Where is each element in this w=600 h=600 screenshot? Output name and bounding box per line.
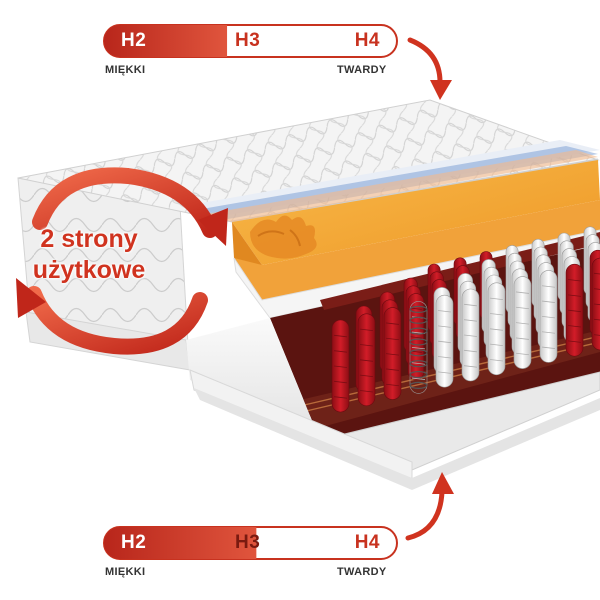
spring-ridge xyxy=(593,303,600,306)
spring-ridge xyxy=(541,346,556,349)
spring-ridge xyxy=(385,383,400,387)
spring-ridge xyxy=(385,353,400,356)
spring-ridge xyxy=(359,359,374,362)
spring-ridge xyxy=(333,380,348,384)
spring-pocket xyxy=(357,313,376,407)
spring-ridge xyxy=(437,371,452,374)
spring-ridge xyxy=(567,340,582,343)
spring-coil xyxy=(409,316,428,324)
spring-ridge xyxy=(437,340,452,344)
hardness-scale-top: H2 H3 H4 xyxy=(103,24,398,58)
spring-coil xyxy=(409,381,428,389)
two-sided-line-2: użytkowe xyxy=(32,256,146,284)
spring-pocket xyxy=(513,276,532,369)
spring-ridge xyxy=(593,334,600,336)
spring-ridge xyxy=(463,319,478,322)
hard-label: TWARDY xyxy=(337,566,387,578)
spring-ridge xyxy=(409,336,422,339)
spring-ridge xyxy=(515,291,530,294)
level-label-h3: H3 xyxy=(235,532,261,553)
spring-ridge xyxy=(541,316,556,319)
pocket-springs xyxy=(331,226,600,413)
spring-pocket xyxy=(565,263,584,357)
hardness-scale-bottom: H2 H3 H4 xyxy=(103,526,398,560)
spring-ridge xyxy=(409,307,422,310)
spring-ridge xyxy=(359,328,374,332)
spring-ridge xyxy=(489,343,504,347)
spring-ridge xyxy=(593,288,600,290)
spring-ridge xyxy=(515,337,530,340)
spring-ridge xyxy=(333,365,348,368)
spring-ridge xyxy=(463,334,478,337)
curved-arrow-icon xyxy=(407,37,443,85)
spring-ridge xyxy=(567,309,582,313)
level-label-h4: H4 xyxy=(354,30,380,51)
spring-ridge xyxy=(593,272,600,275)
spring-ridge xyxy=(541,300,556,303)
spring-ridge xyxy=(515,322,530,325)
spring-ridge xyxy=(489,313,504,316)
soft-label: MIĘKKI xyxy=(105,64,146,76)
rotate-arrows-icon xyxy=(16,167,228,355)
spring-ridge xyxy=(411,347,426,350)
spring-ridge xyxy=(567,325,582,328)
spring-ridge xyxy=(385,337,400,341)
spring-coil xyxy=(409,360,428,368)
spring-pocket xyxy=(409,301,428,394)
spring-ridge xyxy=(333,334,348,338)
spring-pocket xyxy=(461,288,480,382)
spring-ridge xyxy=(489,359,504,362)
spring-ridge xyxy=(593,318,600,321)
spring-pocket xyxy=(407,293,425,380)
spring-pocket xyxy=(331,319,350,413)
two-sided-label: 2 strony użytkowe xyxy=(4,224,174,286)
spring-ridge xyxy=(463,349,478,353)
spring-ridge xyxy=(385,368,400,371)
spring-ridge xyxy=(541,285,556,288)
spring-ridge xyxy=(437,310,452,313)
spring-ridge xyxy=(567,294,582,297)
spring-ridge xyxy=(489,297,504,301)
spring-coil xyxy=(409,370,428,379)
level-label-h2: H2 xyxy=(121,532,147,553)
spring-ridge xyxy=(437,325,452,328)
level-label-h3: H3 xyxy=(235,30,261,51)
spring-ridge xyxy=(359,344,374,347)
hardness-fill xyxy=(104,25,228,57)
spring-ridge xyxy=(359,374,374,378)
hardness-fill xyxy=(104,527,257,559)
spring-pocket xyxy=(487,282,506,376)
spring-ridge xyxy=(437,356,452,359)
two-sided-line-1: 2 strony xyxy=(40,225,138,253)
level-label-h4: H4 xyxy=(354,532,380,553)
soft-label: MIĘKKI xyxy=(105,566,146,578)
spring-ridge xyxy=(515,352,530,356)
spring-ridge xyxy=(333,350,348,353)
curved-arrow-icon xyxy=(405,489,445,541)
spring-coil xyxy=(409,349,428,357)
spring-pocket xyxy=(539,270,558,363)
spring-ridge xyxy=(489,328,504,331)
level-label-h2: H2 xyxy=(121,30,147,51)
spring-ridge xyxy=(567,279,582,282)
spring-pocket xyxy=(435,294,454,388)
spring-ridge xyxy=(333,396,348,399)
spring-ridge xyxy=(385,322,400,325)
spring-ridge xyxy=(411,377,426,380)
spring-coil xyxy=(409,338,428,346)
hard-label: TWARDY xyxy=(337,64,387,76)
spring-ridge xyxy=(463,365,478,368)
spring-ridge xyxy=(463,303,478,307)
spring-coil xyxy=(409,305,428,313)
spring-coil xyxy=(409,327,428,335)
spring-ridge xyxy=(541,331,556,334)
spring-pocket xyxy=(383,307,402,400)
spring-ridge xyxy=(515,306,530,310)
spring-ridge xyxy=(411,362,426,365)
spring-ridge xyxy=(359,390,374,393)
